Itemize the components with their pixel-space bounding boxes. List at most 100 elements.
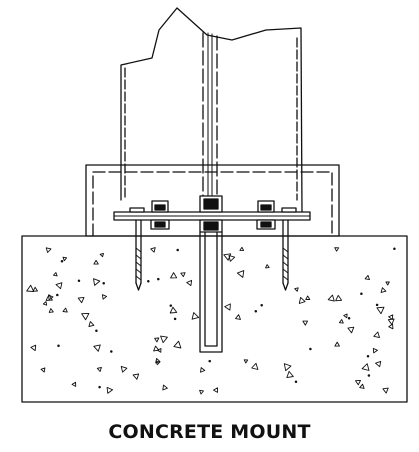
aggregate-mark bbox=[372, 347, 378, 354]
aggregate-mark bbox=[101, 294, 108, 300]
aggregate-mark bbox=[380, 287, 387, 293]
aggregate-mark bbox=[298, 296, 306, 304]
aggregate-mark bbox=[98, 385, 101, 389]
base-plate bbox=[113, 195, 311, 233]
aggregate-mark bbox=[260, 304, 263, 307]
aggregate-mark bbox=[387, 318, 395, 325]
aggregate-mark bbox=[53, 272, 58, 277]
aggregate-mark bbox=[393, 247, 396, 251]
center-sleeve bbox=[199, 231, 223, 353]
aggregate-mark bbox=[93, 259, 99, 265]
aggregate-mark bbox=[93, 344, 101, 352]
aggregate-mark bbox=[228, 255, 236, 262]
right-anchor bbox=[282, 219, 289, 291]
aggregate-mark bbox=[388, 323, 394, 330]
aggregate-mark bbox=[45, 294, 53, 301]
aggregate-mark bbox=[157, 348, 162, 353]
aggregate-mark bbox=[162, 384, 168, 391]
aggregate-mark bbox=[208, 359, 211, 363]
aggregate-mark bbox=[200, 367, 206, 373]
aggregate-mark bbox=[338, 319, 344, 324]
post bbox=[120, 7, 303, 214]
left-nut bbox=[129, 200, 170, 230]
aggregate-mark bbox=[180, 272, 186, 278]
aggregate-mark bbox=[176, 248, 179, 252]
aggregate-mark bbox=[62, 307, 68, 313]
aggregate-mark bbox=[186, 279, 193, 287]
aggregate-mark bbox=[347, 317, 351, 320]
aggregate-mark bbox=[95, 329, 98, 332]
aggregate-mark bbox=[40, 367, 46, 373]
aggregate-mark bbox=[239, 246, 245, 252]
aggregate-mark bbox=[191, 312, 200, 320]
aggregate-mark bbox=[56, 293, 59, 297]
aggregate-mark bbox=[224, 303, 231, 311]
aggregate-mark bbox=[57, 344, 60, 348]
aggregate-mark bbox=[334, 247, 340, 252]
aggregate-mark bbox=[154, 337, 160, 343]
aggregate-mark bbox=[347, 326, 355, 334]
aggregate-mark bbox=[169, 306, 178, 314]
aggregate-mark bbox=[302, 320, 308, 326]
aggregate-mark bbox=[335, 294, 343, 302]
aggregate-mark bbox=[81, 312, 90, 321]
aggregate-mark bbox=[110, 350, 113, 353]
aggregate-mark bbox=[157, 277, 160, 281]
aggregate-mark bbox=[155, 360, 161, 366]
center-nut bbox=[199, 195, 223, 233]
aggregate-mark bbox=[309, 347, 312, 351]
aggregate-mark bbox=[173, 317, 177, 321]
aggregate-mark bbox=[286, 370, 294, 379]
aggregate-mark bbox=[366, 355, 370, 358]
aggregate-mark bbox=[213, 387, 218, 393]
aggregate-mark bbox=[88, 321, 95, 327]
aggregate-mark bbox=[375, 360, 382, 368]
aggregate-mark bbox=[294, 287, 299, 292]
aggregate-mark bbox=[382, 387, 389, 394]
aggregate-mark bbox=[199, 389, 204, 395]
left-anchor bbox=[135, 219, 142, 291]
aggregate-mark bbox=[173, 340, 182, 349]
aggregate-mark bbox=[48, 308, 54, 313]
aggregate-mark bbox=[373, 331, 380, 339]
aggregate-mark bbox=[147, 280, 150, 283]
aggregate-mark bbox=[153, 345, 160, 352]
aggregate-mark bbox=[30, 344, 37, 352]
aggregate-mark bbox=[265, 264, 270, 269]
aggregate-mark bbox=[32, 286, 38, 292]
aggregate-mark bbox=[359, 383, 365, 389]
aggregate-mark bbox=[235, 314, 241, 320]
aggregate-mark bbox=[361, 363, 370, 371]
aggregate-mark bbox=[360, 292, 363, 296]
aggregate-mark bbox=[71, 381, 77, 387]
aggregate-mark bbox=[364, 274, 370, 281]
aggregate-mark bbox=[251, 362, 259, 370]
aggregate-mark bbox=[243, 359, 249, 364]
aggregate-mark bbox=[45, 247, 52, 253]
aggregate-mark bbox=[375, 303, 379, 307]
aggregate-mark bbox=[355, 379, 361, 386]
aggregate-mark bbox=[254, 310, 258, 313]
aggregate-mark bbox=[385, 281, 390, 286]
right-nut bbox=[256, 200, 297, 230]
aggregate-mark bbox=[102, 281, 105, 285]
aggregate-mark bbox=[42, 301, 48, 306]
aggregate-mark bbox=[106, 386, 114, 394]
aggregate-mark bbox=[120, 365, 128, 373]
aggregate-mark bbox=[77, 296, 85, 304]
aggregate-mark bbox=[327, 294, 335, 302]
aggregate-mark bbox=[60, 259, 64, 263]
aggregate-mark bbox=[96, 367, 102, 372]
aggregate-mark bbox=[283, 363, 292, 372]
aggregate-mark bbox=[93, 278, 101, 286]
aggregate-mark bbox=[388, 314, 394, 320]
aggregate-mark bbox=[343, 313, 348, 319]
aggregate-mark bbox=[160, 335, 168, 344]
aggregate-mark bbox=[99, 252, 104, 258]
diagram-caption: CONCRETE MOUNT bbox=[108, 421, 311, 443]
aggregate-mark bbox=[367, 374, 371, 377]
aggregate-mark bbox=[294, 380, 298, 383]
aggregate-mark bbox=[170, 272, 178, 279]
